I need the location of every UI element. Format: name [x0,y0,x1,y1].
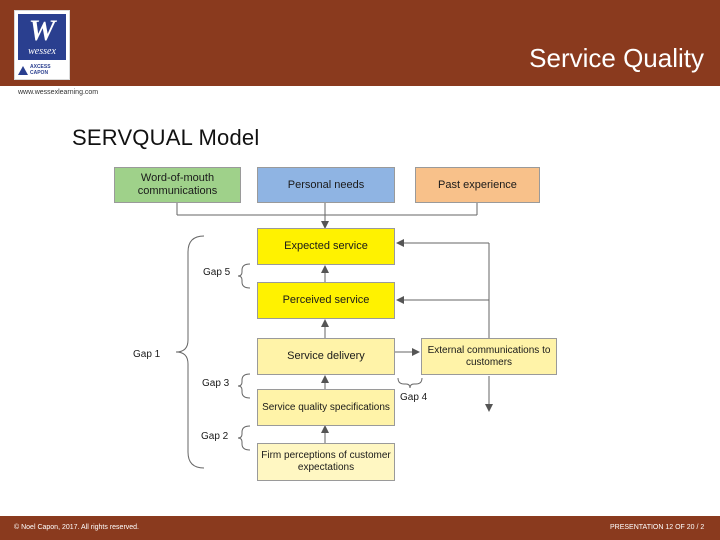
gap2-label: Gap 2 [201,431,229,442]
gap5-brace [237,263,251,289]
axcess-triangle-icon [18,65,28,75]
logo-letter: W [28,14,56,47]
wessex-logo-mark: W wessex [18,14,66,60]
gap4-label: Gap 4 [400,392,428,403]
personal-needs-box: Personal needs [257,167,395,203]
copyright-text: © Noel Capon, 2017. All rights reserved. [14,524,140,531]
gap5-label: Gap 5 [203,267,231,278]
footer-bar: © Noel Capon, 2017. All rights reserved.… [0,516,720,540]
gap4-brace [397,377,423,389]
header-title: Service Quality [529,43,704,73]
service-delivery-box: Service delivery [257,338,395,375]
gap3-brace [237,373,251,399]
wessex-logo: W wessex AXCESS CAPON [14,10,70,80]
service-quality-specifications-box: Service quality specifications [257,389,395,426]
slide-title: SERVQUAL Model [72,125,260,150]
logo-sub-2: CAPON [30,70,49,76]
word-of-mouth-box: Word-of-mouth communications [114,167,241,203]
gap1-brace [175,235,205,469]
website-url[interactable]: www.wessexlearning.com [18,89,99,96]
logo-name: wessex [28,46,56,57]
gap2-brace [237,425,251,451]
header-bar: W wessex AXCESS CAPON Service Quality [0,0,720,86]
gap3-label: Gap 3 [202,378,230,389]
perceived-service-box: Perceived service [257,282,395,319]
gap1-label: Gap 1 [133,349,161,360]
presentation-page-indicator: PRESENTATION 12 OF 20 / 2 [610,524,705,531]
past-experience-box: Past experience [415,167,540,203]
expected-service-box: Expected service [257,228,395,265]
external-communications-box: External communications to customers [421,338,557,375]
axcess-capon-logo: AXCESS CAPON [18,63,66,77]
logo-sub-1: AXCESS [30,64,51,70]
firm-perceptions-box: Firm perceptions of customer expectation… [257,443,395,481]
